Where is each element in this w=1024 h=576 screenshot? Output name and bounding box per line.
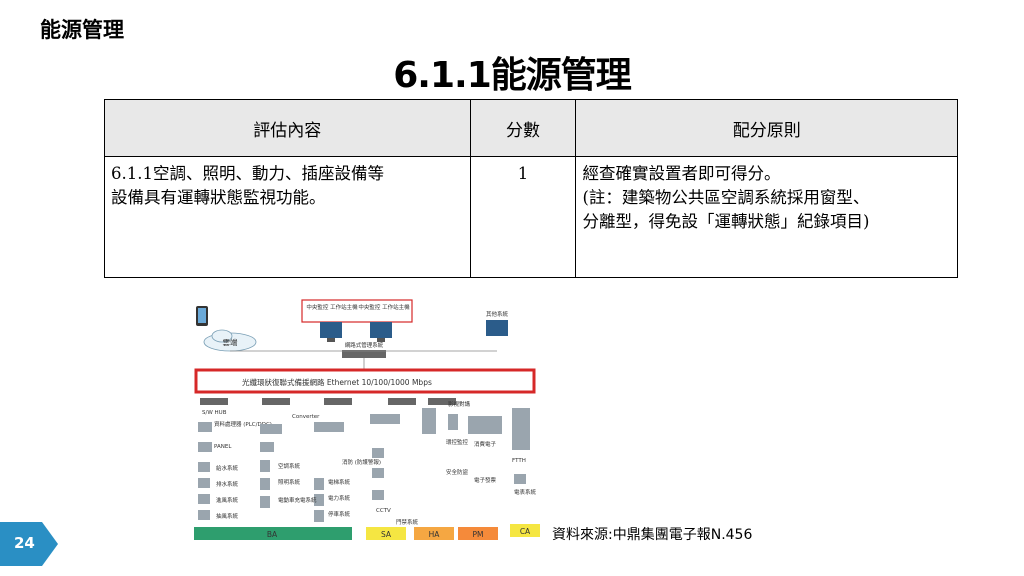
- diagram-label: 電子發票: [474, 476, 497, 484]
- source-caption: 資料來源:中鼎集團電子報N.456: [552, 527, 753, 543]
- evaluation-table: 評估內容 分數 配分原則 6.1.1空調、照明、動力、插座設備等 設備具有運轉狀…: [104, 99, 958, 278]
- legend-label: HA: [429, 530, 441, 539]
- diagram-label: 給水系統: [216, 464, 239, 472]
- page-badge: [0, 522, 58, 566]
- legend-label: SA: [381, 530, 392, 539]
- content-line: 6.1.1空調、照明、動力、插座設備等: [111, 164, 384, 183]
- legend-label: BA: [267, 530, 278, 539]
- diagram-label: 影視對講: [448, 400, 471, 408]
- workstation-label: 中央監控 工作站主機: [306, 303, 358, 311]
- monitor-icon: [486, 320, 508, 336]
- section-label: 能源管理: [40, 18, 124, 42]
- device-icons: [198, 408, 530, 522]
- page-number: 24: [14, 534, 35, 552]
- diagram-label: 排水系統: [216, 480, 239, 488]
- network-mgmt-label: 網路式管理系統: [345, 341, 384, 349]
- hub-row: [200, 398, 456, 405]
- slide-title: 6.1.1能源管理: [393, 55, 632, 96]
- diagram-label: 停車系統: [328, 510, 351, 518]
- diagram-label: 門禁系統: [396, 518, 419, 526]
- legend-bar: [414, 527, 454, 540]
- diagram-label: 電梯系統: [328, 478, 351, 486]
- monitor-icon: [370, 322, 392, 338]
- table-row: 6.1.1空調、照明、動力、插座設備等 設備具有運轉狀態監視功能。 1 經查確實…: [104, 156, 958, 278]
- principle-line: 分離型，得免設「運轉狀態」紀錄項目): [582, 211, 870, 231]
- diagram-label: Converter: [292, 414, 320, 420]
- content-line: 設備具有運轉狀態監視功能。: [111, 187, 326, 207]
- principle-line: (註：建築物公共區空調系統採用窗型、: [582, 187, 870, 207]
- diagram-label: 安全防盜: [446, 468, 469, 476]
- header-content: 評估內容: [104, 99, 471, 157]
- diagram-label: CCTV: [376, 508, 391, 514]
- ring-label: 光纖環狀復聯式備援網路 Ethernet 10/100/1000 Mbps: [242, 377, 432, 387]
- diagram-label: FTTH: [512, 458, 526, 464]
- diagram-label: 照明系統: [278, 478, 301, 486]
- cloud-label: 雲端: [223, 337, 238, 347]
- system-architecture-diagram: 雲端 中央監控 工作站主機 中央監控 工作站主機 其他系統 網路式管理系統 光纖…: [194, 299, 540, 540]
- diagram-label: 電力系統: [328, 494, 351, 502]
- legend-bar: [510, 524, 540, 537]
- header-principle: 配分原則: [575, 99, 958, 157]
- legend-label: CA: [520, 527, 531, 536]
- diagram-label: 空調系統: [278, 462, 301, 470]
- diagram-label: 消防 (防護警報): [342, 458, 381, 466]
- workstation-box: [301, 299, 413, 323]
- table-header-row: 評估內容 分數 配分原則: [104, 99, 958, 157]
- legend-bar: [194, 527, 352, 540]
- diagram-label: PANEL: [214, 444, 232, 450]
- diagram-label: 消費電子: [474, 440, 497, 448]
- cell-content: 6.1.1空調、照明、動力、插座設備等 設備具有運轉狀態監視功能。: [104, 156, 471, 278]
- diagram-label: S/W HUB: [202, 410, 227, 416]
- legend-bar: [366, 527, 406, 540]
- workstation-label: 中央監控 工作站主機: [358, 303, 410, 311]
- monitor-icon: [320, 322, 342, 338]
- legend-bar: [458, 527, 498, 540]
- diagram-label: 進風系統: [216, 496, 239, 504]
- legend-label: PM: [473, 530, 484, 539]
- diagram-label: 抽風系統: [216, 512, 239, 520]
- cell-score: 1: [469, 156, 577, 278]
- diagram-label: 電動車充電系統: [278, 496, 317, 504]
- other-system-label: 其他系統: [486, 310, 509, 318]
- switch-icon: [342, 350, 386, 358]
- diagram-label: 環控監控: [446, 438, 469, 446]
- diagram-label: 電表系統: [514, 488, 537, 496]
- header-score: 分數: [469, 99, 577, 157]
- fiber-ring-network: [194, 368, 536, 394]
- cell-principle: 經查確實設置者即可得分。 (註：建築物公共區空調系統採用窗型、 分離型，得免設「…: [575, 156, 958, 278]
- principle-line: 經查確實設置者即可得分。: [582, 164, 781, 183]
- diagram-label: 資料處理器 (PLC/DDC): [214, 420, 272, 428]
